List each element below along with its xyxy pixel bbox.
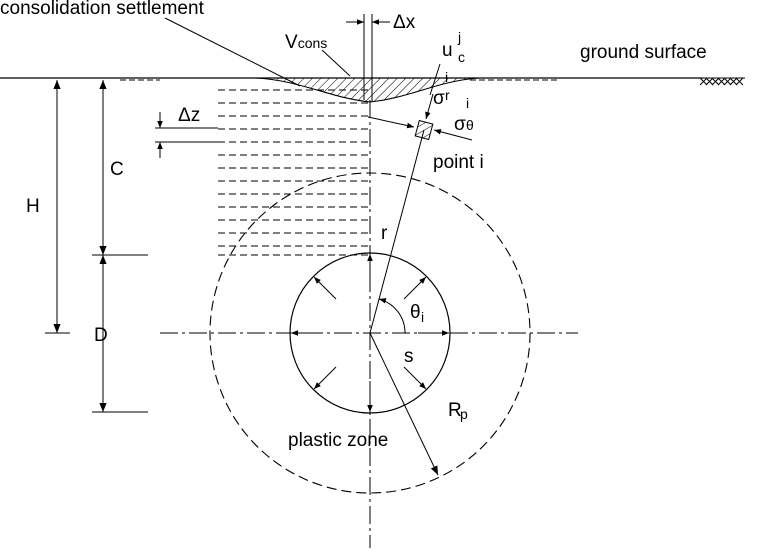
rp-sub-label: p xyxy=(460,406,468,422)
ground-surface-label: ground surface xyxy=(580,42,707,63)
point-i-label: point i xyxy=(433,152,484,173)
consolidation-leader xyxy=(164,17,301,87)
point-i-element xyxy=(414,119,434,141)
delta-x-label: Δx xyxy=(393,12,416,33)
vcons-label: Vcons xyxy=(285,32,327,53)
c-label: C xyxy=(110,159,124,180)
theta-arc xyxy=(378,298,406,334)
sigma-theta-label: σ xyxy=(454,114,466,135)
tunnel-circle xyxy=(289,252,451,414)
d-label: D xyxy=(94,325,108,346)
uc-label: u xyxy=(442,40,453,61)
ground-hatch-symbol xyxy=(699,77,745,86)
uc-arrow xyxy=(429,63,441,96)
h-label: H xyxy=(26,196,40,217)
tunnel-pressure-arrows xyxy=(291,254,449,412)
vcons-leader xyxy=(321,49,351,77)
plastic-zone-circle xyxy=(209,172,531,494)
sigma-r-sup-label: i xyxy=(445,69,448,85)
soil-layer-lines xyxy=(218,89,370,247)
sigma-theta-sup-label: i xyxy=(466,95,469,111)
rp-label: R xyxy=(448,400,462,421)
r-label: r xyxy=(381,223,388,244)
s-label: s xyxy=(404,346,414,367)
sigma-r-sub-label: r xyxy=(445,87,450,103)
rp-line xyxy=(369,332,439,476)
sigma-theta-arrow xyxy=(433,129,473,141)
plastic-zone-label: plastic zone xyxy=(288,430,388,451)
sigma-theta-arrow-left xyxy=(367,116,415,129)
theta-sub-label: i xyxy=(421,309,424,325)
uc-sup-label: j xyxy=(457,29,461,45)
uc-sub-label: c xyxy=(458,49,465,65)
sigma-theta-sub-label: θ xyxy=(466,117,474,133)
sigma-r-label: σ xyxy=(433,88,445,109)
sigma-r-arrow xyxy=(425,93,434,120)
theta-label: θ xyxy=(410,302,421,323)
consolidation-settlement-label: consolidation settlement xyxy=(0,0,205,19)
delta-z-label: Δz xyxy=(178,105,200,126)
